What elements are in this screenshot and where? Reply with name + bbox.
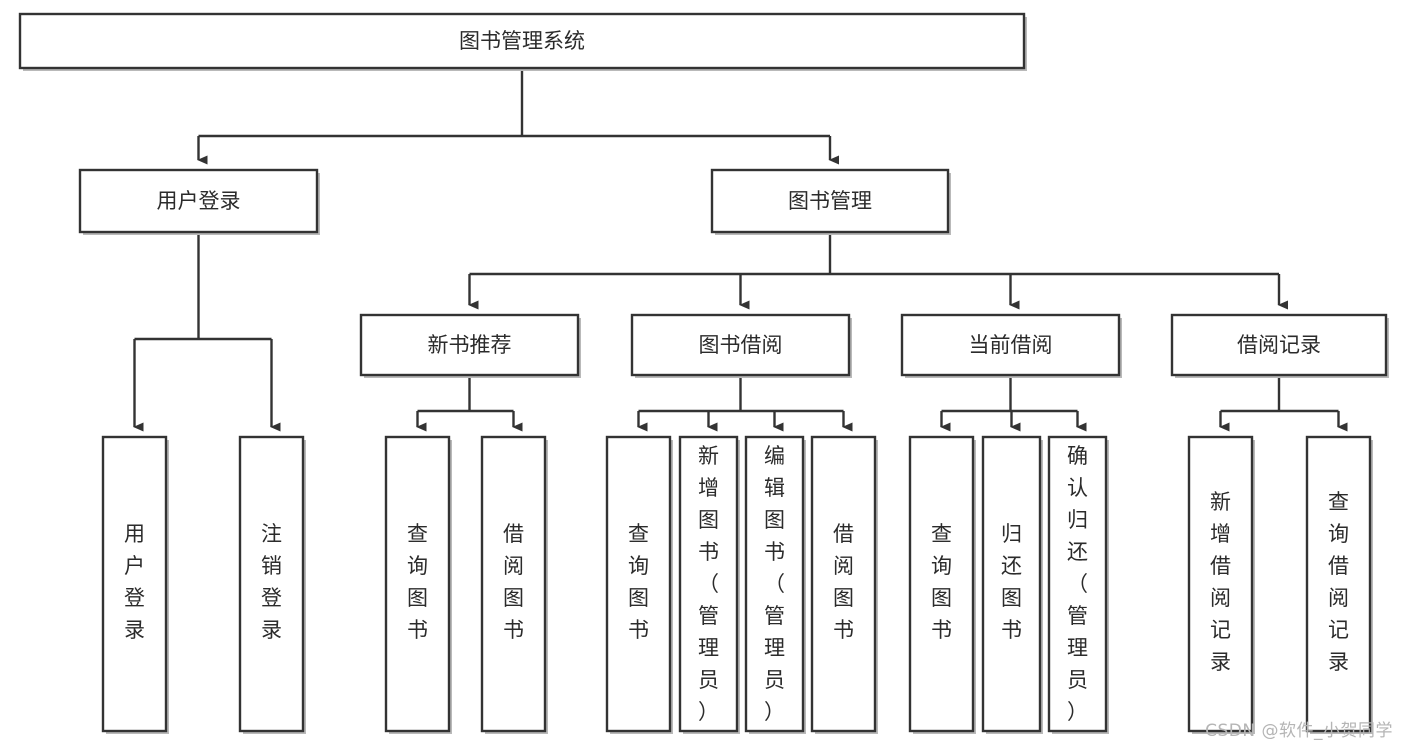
node-layer [18, 12, 1389, 734]
node-leaf-borrow-book-2-label: 借阅图书 [833, 522, 854, 642]
node-leaf-user-logout-label: 注销登录 [261, 522, 282, 642]
node-leaf-user-login-label: 用户登录 [124, 522, 145, 642]
node-new-book-rec-label: 新书推荐 [428, 333, 512, 357]
node-leaf-borrow-book-2[interactable] [810, 435, 877, 733]
node-borrow-record[interactable] [1170, 313, 1388, 377]
node-leaf-query-record[interactable] [1305, 435, 1372, 733]
node-leaf-add-record[interactable] [1187, 435, 1254, 733]
node-leaf-user-login[interactable] [101, 435, 168, 733]
node-leaf-edit-book[interactable] [744, 435, 805, 733]
node-leaf-return-book[interactable] [981, 435, 1042, 733]
node-leaf-edit-book-label: 编辑图书（管理员） [764, 444, 785, 724]
node-borrow-record-label: 借阅记录 [1237, 333, 1321, 357]
label-layer: 图书管理系统用户登录图书管理新书推荐图书借阅当前借阅借阅记录用户登录注销登录查询… [124, 29, 1349, 724]
connector-layer [133, 68, 1348, 432]
node-leaf-query-book-2-label: 查询图书 [628, 522, 649, 642]
node-leaf-user-logout[interactable] [238, 435, 305, 733]
node-leaf-confirm-return[interactable] [1047, 435, 1108, 733]
node-book-borrow-label: 图书借阅 [699, 333, 783, 357]
node-root-图书管理系统[interactable] [18, 12, 1026, 70]
node-leaf-return-book-label: 归还图书 [1001, 522, 1022, 642]
node-user-login-label: 用户登录 [157, 189, 241, 213]
node-leaf-add-book[interactable] [678, 435, 739, 733]
node-user-login[interactable] [78, 168, 319, 234]
node-leaf-query-book-1[interactable] [384, 435, 451, 733]
node-leaf-query-record-label: 查询借阅记录 [1328, 490, 1349, 674]
node-leaf-query-book-1-label: 查询图书 [407, 522, 428, 642]
node-book-borrow[interactable] [630, 313, 851, 377]
node-leaf-query-book-3[interactable] [908, 435, 975, 733]
node-leaf-borrow-book-1[interactable] [480, 435, 547, 733]
node-leaf-borrow-book-1-label: 借阅图书 [503, 522, 524, 642]
node-current-borrow-label: 当前借阅 [969, 333, 1053, 357]
node-current-borrow[interactable] [900, 313, 1121, 377]
node-root-label: 图书管理系统 [459, 29, 585, 53]
node-leaf-confirm-return-label: 确认归还（管理员） [1067, 444, 1088, 724]
node-leaf-query-book-3-label: 查询图书 [931, 522, 952, 642]
node-book-manage[interactable] [710, 168, 950, 234]
node-leaf-add-book-label: 新增图书（管理员） [698, 444, 719, 724]
node-leaf-add-record-label: 新增借阅记录 [1210, 490, 1231, 674]
node-new-book-rec[interactable] [359, 313, 580, 377]
node-leaf-query-book-2[interactable] [605, 435, 672, 733]
node-book-manage-label: 图书管理 [788, 189, 872, 213]
